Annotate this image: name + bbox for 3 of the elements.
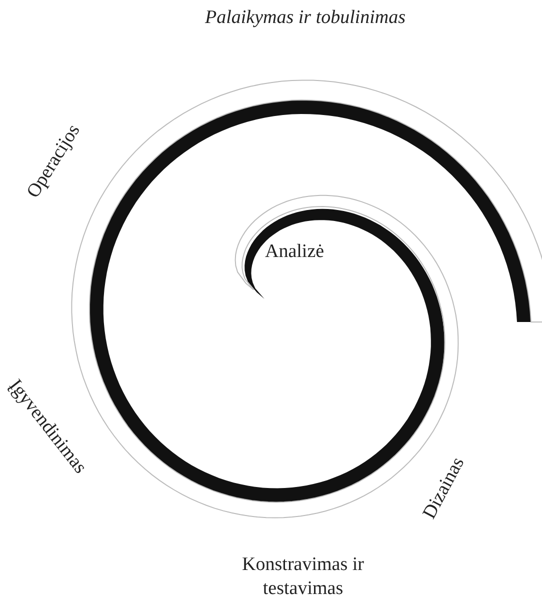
stage-label: Palaikymas ir tobulinimas	[205, 6, 406, 30]
stage-label: Konstravimas ir testavimas	[241, 553, 365, 600]
stage-label: Analizė	[265, 240, 324, 264]
